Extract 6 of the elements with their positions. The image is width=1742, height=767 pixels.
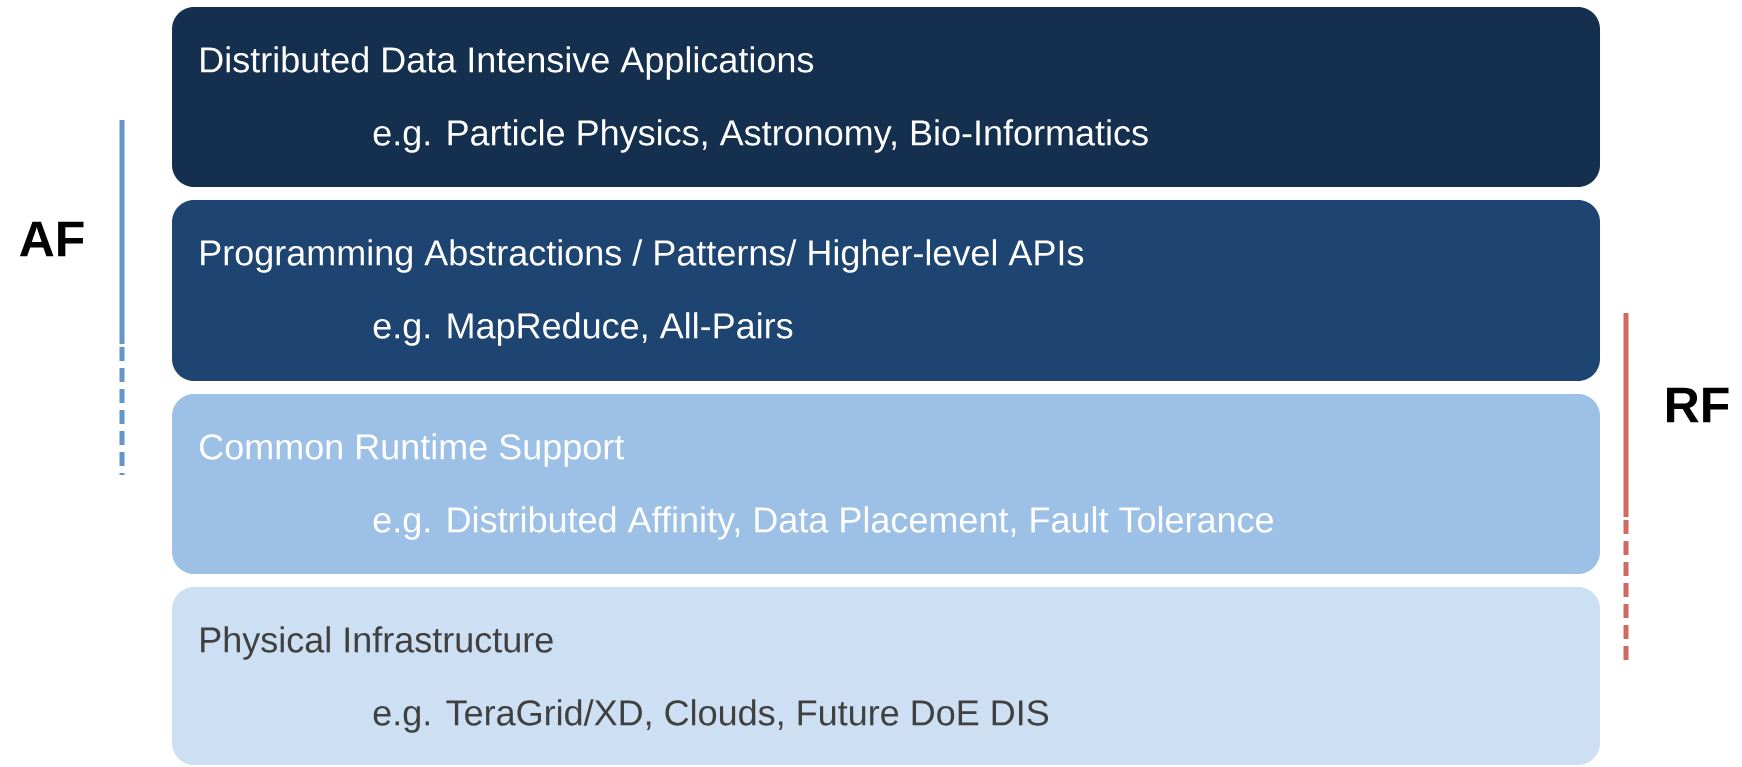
- layer-box: Distributed Data Intensive Applications e.g. Particle Physics, Astronomy, Bio-Informatics: [172, 7, 1600, 187]
- layer-box: Programming Abstractions / Patterns/ Higher-level APIs e.g. MapReduce, All-Pairs: [172, 200, 1600, 381]
- layer-box: Physical Infrastructure e.g. TeraGrid/XD, Clouds, Future DoE DIS: [172, 587, 1600, 765]
- side-label: AF: [19, 221, 84, 257]
- side-label: RF: [1667, 387, 1729, 423]
- layer-box: Common Runtime Support e.g. Distributed Affinity, Data Placement, Fault Tolerance: [172, 394, 1600, 574]
